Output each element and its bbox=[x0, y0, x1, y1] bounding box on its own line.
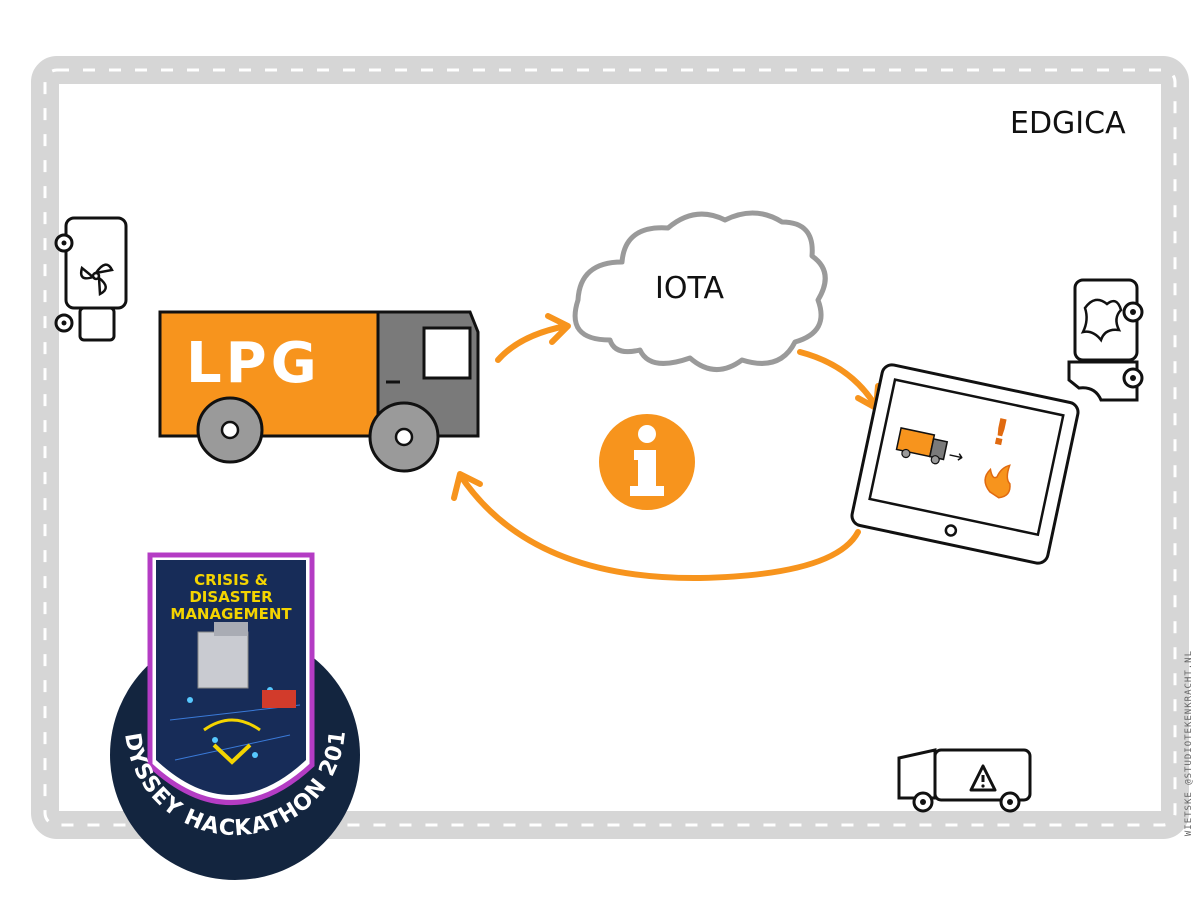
tablet-icon: → ! bbox=[850, 363, 1080, 565]
tablet-truck-icon bbox=[895, 427, 949, 465]
cloud-icon: IOTA bbox=[572, 210, 828, 372]
badge-title-line3: MANAGEMENT bbox=[170, 605, 292, 623]
company-label: EDGICA bbox=[1010, 106, 1126, 141]
illustrator-credit: WIETSKE @STUDIOTEKENKRACHT.NL bbox=[1184, 650, 1194, 837]
warning-van-icon bbox=[897, 748, 1032, 813]
info-icon bbox=[599, 414, 695, 510]
lpg-truck-icon: LPG bbox=[158, 310, 480, 473]
badge-title-line1: CRISIS & bbox=[194, 571, 268, 589]
map-van-icon bbox=[1067, 278, 1144, 402]
arrow-cloud-to-tablet bbox=[797, 349, 881, 411]
truck-label: LPG bbox=[186, 331, 321, 396]
tablet-fire-icon bbox=[984, 464, 1011, 499]
tablet-flow-arrow: → bbox=[946, 445, 965, 469]
badge-title-line2: DISASTER bbox=[189, 588, 273, 606]
arrow-truck-to-cloud bbox=[495, 313, 571, 363]
cloud-label: IOTA bbox=[655, 271, 724, 306]
arrow-tablet-to-truck bbox=[451, 471, 861, 582]
fan-van-icon bbox=[54, 216, 128, 342]
road-frame bbox=[31, 56, 1189, 839]
